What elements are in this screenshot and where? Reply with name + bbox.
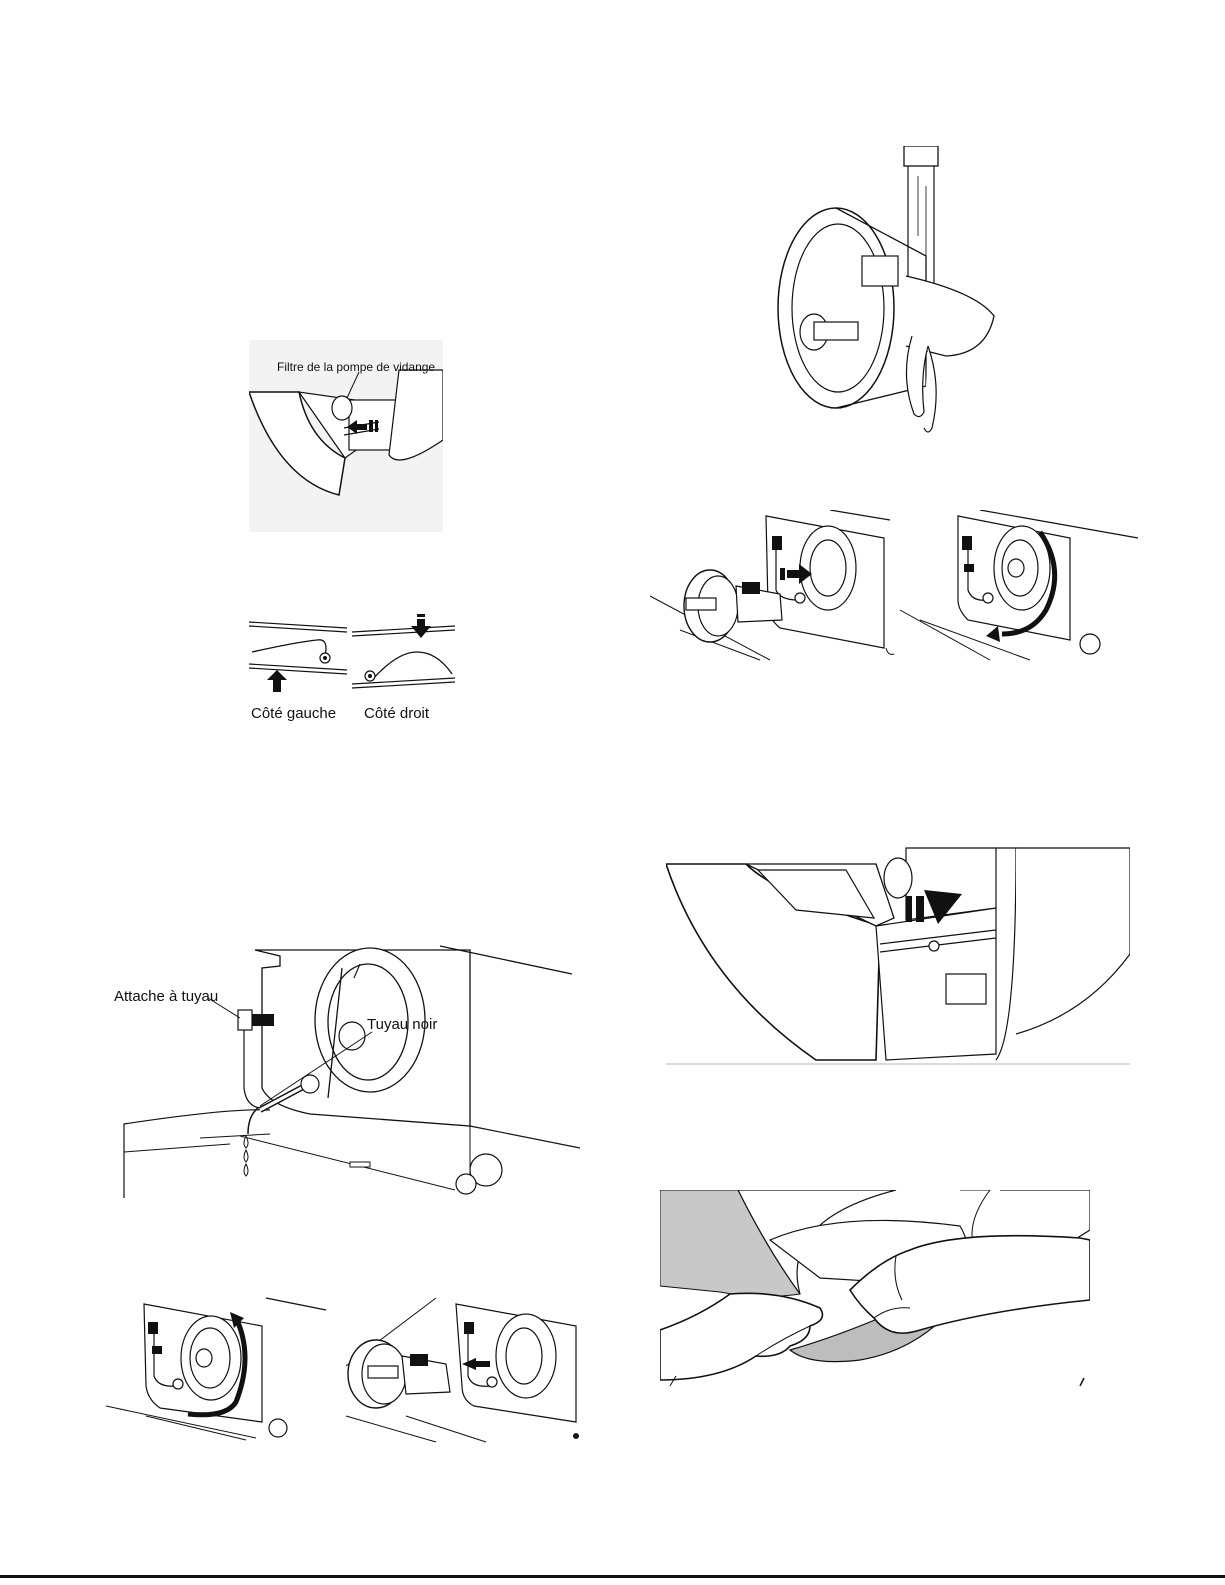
rotate-panel	[106, 1298, 326, 1440]
page-bottom-rule	[0, 1575, 1225, 1578]
left-side-label: Côté gauche	[251, 705, 336, 722]
figure-hose-draining: Attache à tuyau Tuyau noir	[110, 938, 580, 1208]
figure-rail-sides: Côté gauche Côté droit	[247, 612, 457, 727]
drawer-reinsert-illustration	[666, 834, 1130, 1066]
rinse-illustration	[776, 146, 1006, 436]
hose-illustration	[110, 938, 580, 1208]
insert-panel	[346, 1298, 579, 1442]
glove-hand-left	[660, 1293, 822, 1380]
insert-panel-right	[650, 510, 894, 660]
water-drop-icon	[244, 1136, 248, 1176]
hose-clip-label: Attache à tuyau	[114, 988, 218, 1005]
rail-illustration	[247, 612, 457, 704]
figure-rinse-filter	[776, 146, 1006, 436]
left-rail-drawing	[249, 622, 347, 692]
black-hose-label: Tuyau noir	[367, 1016, 437, 1033]
rotate-panel-right	[900, 510, 1138, 660]
figure-wipe-gasket	[660, 1190, 1090, 1390]
gasket-illustration	[660, 1190, 1090, 1390]
down-arrow-icon	[411, 614, 431, 638]
up-arrow-icon	[267, 670, 287, 692]
pump-filter-label: Filtre de la pompe de vidange	[277, 360, 435, 374]
figure-filter-reinstall	[106, 1296, 586, 1444]
figure-filter-remove	[650, 510, 1140, 662]
reinstall-illustration	[106, 1296, 586, 1444]
right-side-label: Côté droit	[364, 705, 429, 722]
figure-drawer-reinsert	[666, 834, 1130, 1066]
right-rail-drawing	[352, 614, 455, 688]
figure-drawer-pump-filter: Filtre de la pompe de vidange	[249, 340, 443, 532]
remove-illustration	[650, 510, 1140, 662]
